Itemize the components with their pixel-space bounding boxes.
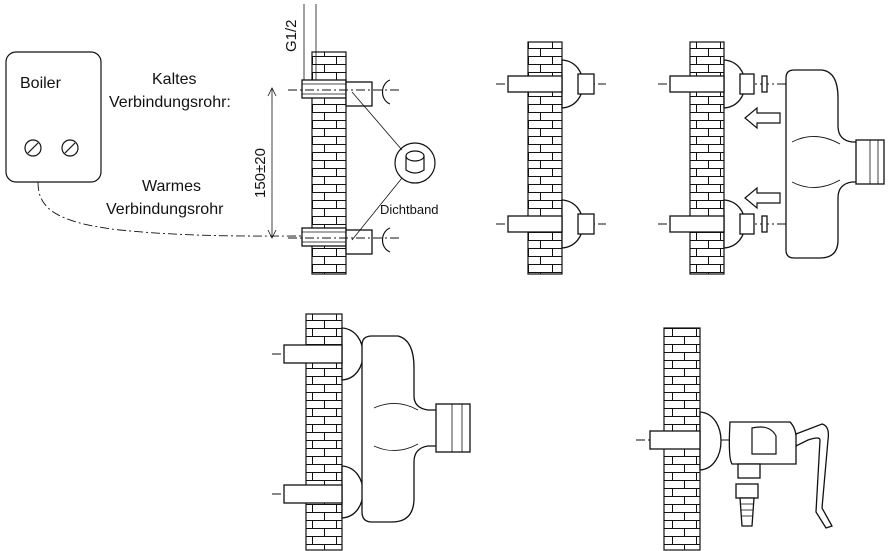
lower-escutcheon (507, 199, 595, 249)
warm-eccentric-connector (288, 227, 400, 255)
push-arrow-icon (744, 186, 781, 210)
thread-size-label: G1/2 (283, 19, 300, 52)
step-4-panel (272, 313, 471, 551)
warm-pipe-label-line2: Verbindungsrohr (106, 201, 224, 218)
gasket (761, 215, 768, 233)
step-3-panel (658, 41, 885, 275)
escutcheon (649, 411, 722, 471)
boiler-label: Boiler (20, 75, 62, 92)
lever-handle (795, 423, 833, 529)
upper-escutcheon (283, 327, 364, 381)
mixer-body (361, 335, 471, 523)
sealing-tape-icon (394, 142, 436, 184)
upper-escutcheon (507, 59, 595, 109)
step-1-panel: Boiler Kaltes Verbindungsrohr: Warmes Ve… (5, 4, 439, 275)
cold-eccentric-connector (288, 79, 400, 107)
mixer-body (785, 69, 885, 259)
push-arrow-icon (744, 106, 781, 130)
boiler-box (5, 51, 102, 183)
lower-escutcheon (669, 199, 755, 249)
upper-escutcheon (669, 59, 755, 109)
boiler: Boiler (5, 51, 102, 183)
boiler-hose (37, 181, 306, 237)
cold-pipe-label-line1: Kaltes (152, 71, 196, 88)
step-2-panel (496, 41, 606, 275)
warm-pipe-label-line1: Warmes (142, 178, 201, 195)
step-5-panel (636, 327, 833, 551)
rotate-arrow-icon (381, 227, 391, 253)
single-lever-mixer (728, 421, 833, 529)
boiler-valve-icon (24, 139, 42, 157)
spacing-dimension-label: 150±20 (252, 148, 269, 198)
boiler-valve-icon (61, 139, 79, 157)
cold-pipe-label-line2: Verbindungsrohr: (109, 94, 231, 111)
sealing-tape-label: Dichtband (380, 202, 439, 217)
rotate-arrow-icon (381, 79, 391, 105)
gasket (761, 75, 768, 93)
